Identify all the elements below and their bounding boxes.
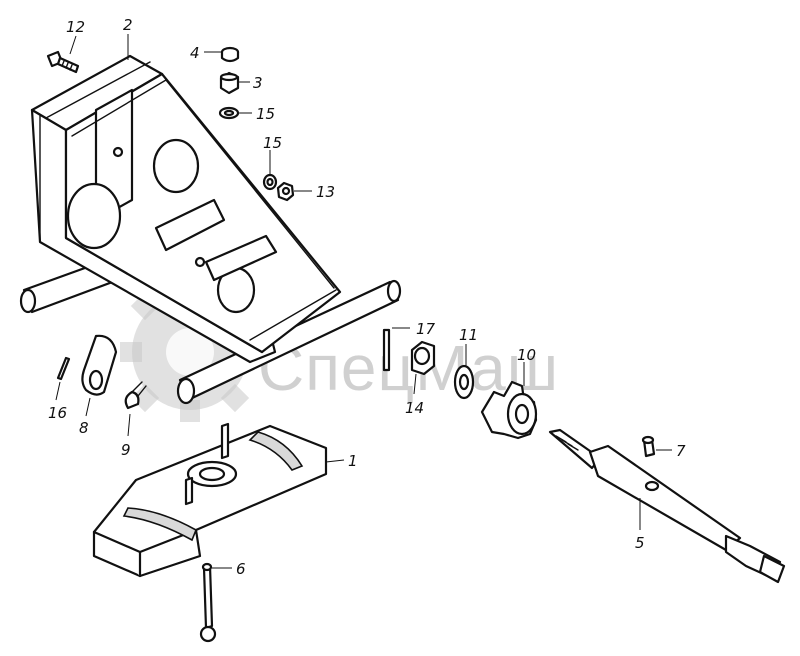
part-8-clamp [81,334,118,396]
callout-10: 10 [517,346,536,364]
callout-14: 14 [405,399,424,417]
part-16-pin [56,356,71,381]
part-1-base-pad [92,422,328,578]
part-9-clip [124,381,147,410]
callout-6: 6 [236,560,246,578]
callout-13: 13 [316,183,335,201]
leader-lines [55,34,672,569]
part-15-washer-lower [262,173,278,191]
part-12-bolt [46,50,80,74]
callout-16: 16 [48,404,67,422]
part-4-cap [220,46,240,63]
callout-1: 1 [348,452,358,470]
part-17-pin [382,328,391,372]
callout-3: 3 [253,74,263,92]
part-10-gear [480,380,538,440]
part-13-nut [276,181,295,202]
callout-17: 17 [416,320,436,338]
part-14-castle-nut [410,340,436,376]
callout-11: 11 [459,326,478,344]
part-6-rod [199,562,217,643]
part-7-pin [641,435,656,458]
part-11-washer [453,364,475,400]
callout-5: 5 [635,534,645,552]
part-5-shaft [548,428,786,584]
part-3-nut [219,71,240,95]
callout-2: 2 [123,16,133,34]
callout-15-lower: 15 [263,134,282,152]
callout-8: 8 [79,419,89,437]
callout-15-upper: 15 [256,105,275,123]
callout-9: 9 [121,441,131,459]
callout-7: 7 [676,442,686,460]
callout-4: 4 [190,44,200,62]
part-2-bracket [19,54,402,405]
part-15-washer-upper [218,106,240,120]
callout-12: 12 [66,18,85,36]
